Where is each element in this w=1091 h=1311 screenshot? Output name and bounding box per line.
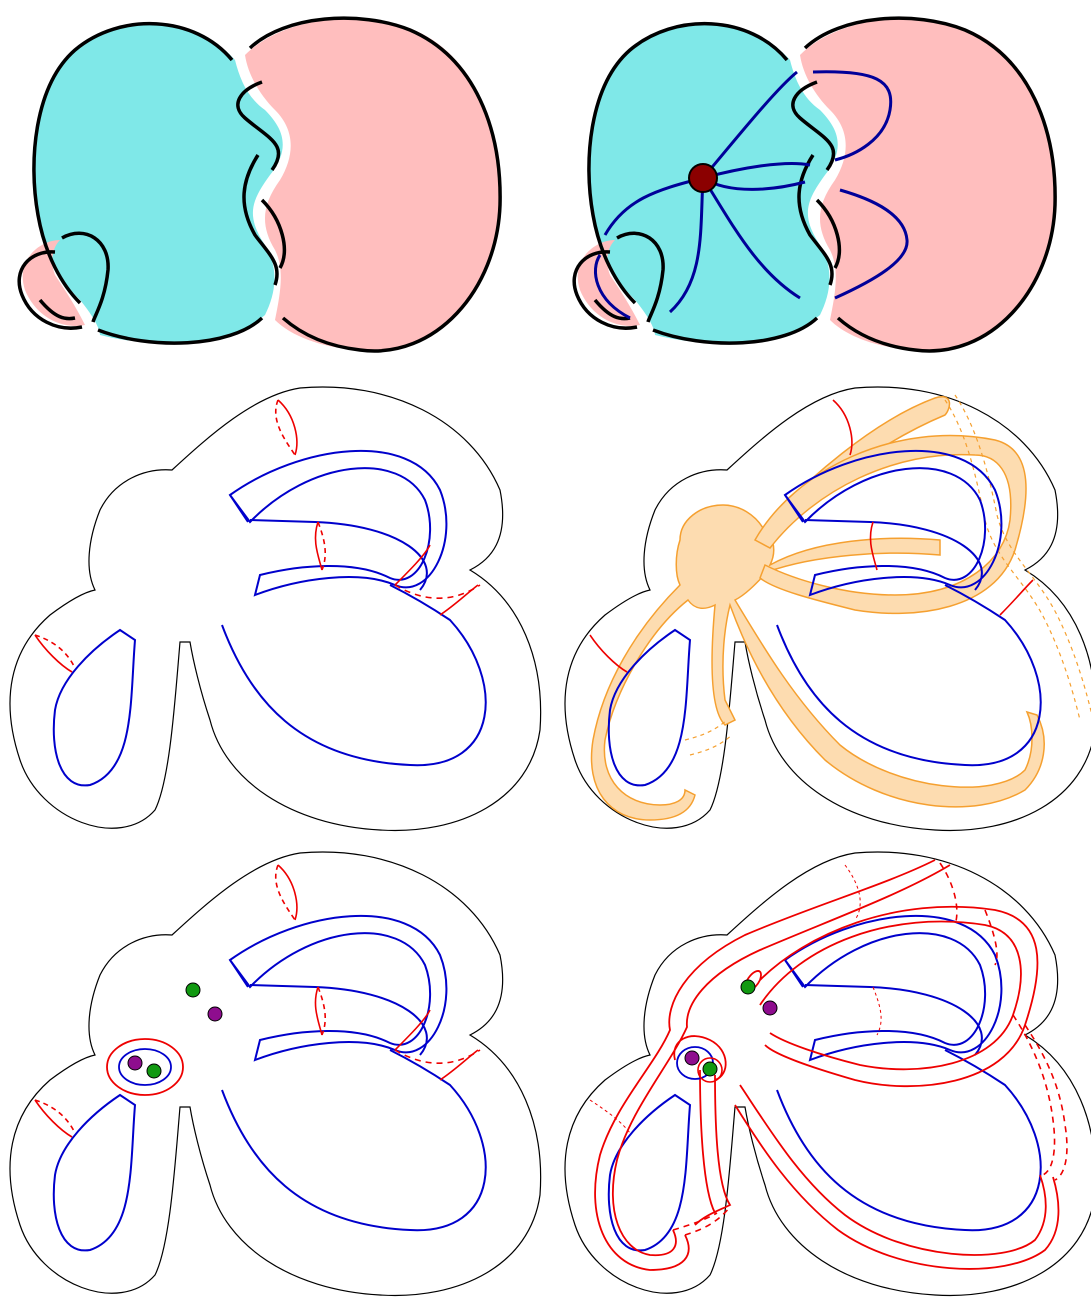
band <box>592 397 1045 820</box>
red-arc <box>318 522 325 570</box>
band-edge <box>685 720 727 740</box>
green-point <box>741 980 755 994</box>
blue-curves <box>54 916 486 1251</box>
graph-vertex <box>689 164 717 192</box>
red-arc <box>35 635 75 668</box>
purple-point <box>685 1051 699 1065</box>
red-curve <box>700 1070 715 1213</box>
surface-boundary <box>10 387 541 830</box>
red-thin-arcs <box>590 865 881 1133</box>
red-arc <box>278 400 297 455</box>
red-curve <box>735 1105 1058 1269</box>
red-arc <box>35 1100 75 1133</box>
surface-with-arcs <box>10 387 541 830</box>
red-arc <box>278 865 297 920</box>
knot-with-graph <box>574 18 1055 351</box>
blue-curves <box>609 916 1041 1251</box>
red-curve <box>760 922 1021 1070</box>
surface-with-punctures <box>10 852 541 1295</box>
surface-with-band <box>565 387 1091 830</box>
red-arc <box>440 1050 478 1080</box>
surface-with-curves <box>565 852 1091 1295</box>
red-arc <box>35 635 72 672</box>
red-arc <box>440 585 478 615</box>
red-thin-arc <box>873 987 881 1035</box>
purple-point <box>208 1007 222 1021</box>
red-arc <box>35 1100 72 1137</box>
red-curve <box>613 865 950 1255</box>
red-arc <box>315 987 322 1035</box>
green-point <box>703 1062 717 1076</box>
blue-loop <box>119 1049 171 1085</box>
band-fill <box>592 397 1045 820</box>
green-point <box>186 983 200 997</box>
knot-diagram <box>19 18 500 351</box>
red-curve <box>595 860 935 1270</box>
red-arc <box>833 400 852 455</box>
red-arcs <box>35 400 480 672</box>
red-dashed-curve <box>673 1213 717 1230</box>
purple-point <box>763 1001 777 1015</box>
blue-curves <box>54 451 486 786</box>
surface-boundary <box>10 852 541 1295</box>
red-arc <box>318 987 325 1035</box>
red-arcs <box>35 865 480 1137</box>
red-dashed-curve <box>940 863 957 925</box>
purple-point <box>128 1056 142 1070</box>
red-arc <box>315 522 322 570</box>
green-point <box>147 1064 161 1078</box>
red-arc <box>1000 580 1033 615</box>
